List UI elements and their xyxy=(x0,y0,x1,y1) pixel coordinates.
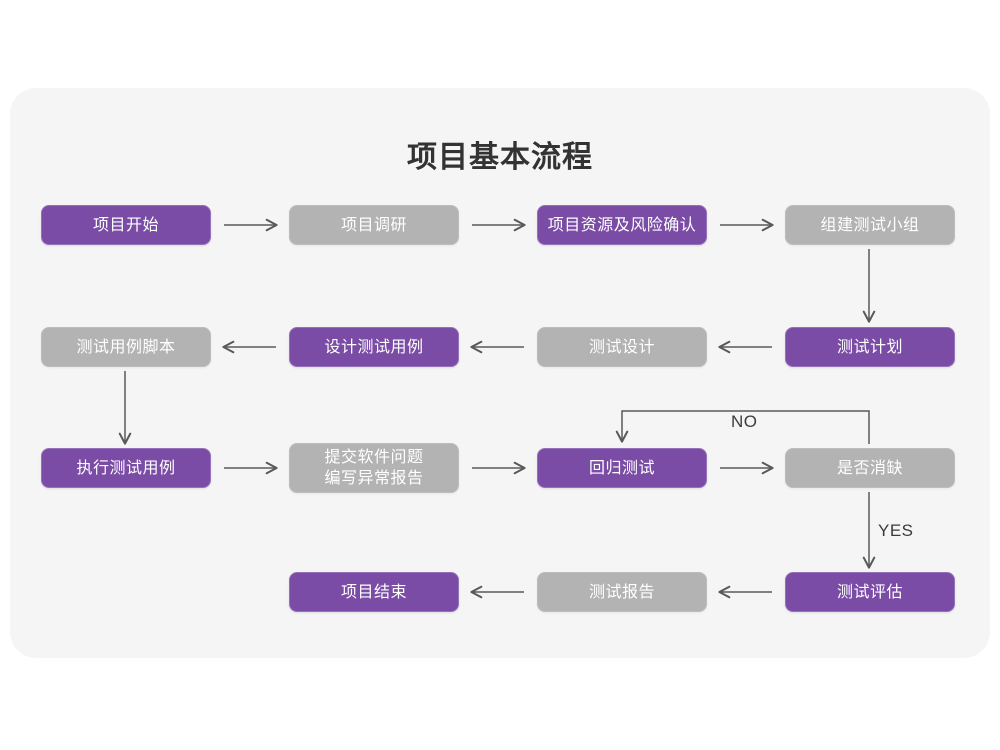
node-test-design[interactable]: 测试设计 xyxy=(537,327,707,367)
node-project-research[interactable]: 项目调研 xyxy=(289,205,459,245)
node-regression-test[interactable]: 回归测试 xyxy=(537,448,707,488)
node-design-test-case[interactable]: 设计测试用例 xyxy=(289,327,459,367)
node-defect-cleared-decision[interactable]: 是否消缺 xyxy=(785,448,955,488)
node-test-evaluation[interactable]: 测试评估 xyxy=(785,572,955,612)
branch-label-no: NO xyxy=(731,412,758,431)
node-test-plan[interactable]: 测试计划 xyxy=(785,327,955,367)
node-test-report[interactable]: 测试报告 xyxy=(537,572,707,612)
node-resource-risk-confirm[interactable]: 项目资源及风险确认 xyxy=(537,205,707,245)
node-build-test-team[interactable]: 组建测试小组 xyxy=(785,205,955,245)
node-execute-test-case[interactable]: 执行测试用例 xyxy=(41,448,211,488)
branch-label-yes: YES xyxy=(878,521,914,540)
node-test-case-script[interactable]: 测试用例脚本 xyxy=(41,327,211,367)
page-title: 项目基本流程 xyxy=(407,141,593,174)
node-project-start[interactable]: 项目开始 xyxy=(41,205,211,245)
diagram-panel xyxy=(10,88,990,658)
node-submit-issue-report[interactable]: 提交软件问题 编写异常报告 xyxy=(289,443,459,493)
node-project-end[interactable]: 项目结束 xyxy=(289,572,459,612)
